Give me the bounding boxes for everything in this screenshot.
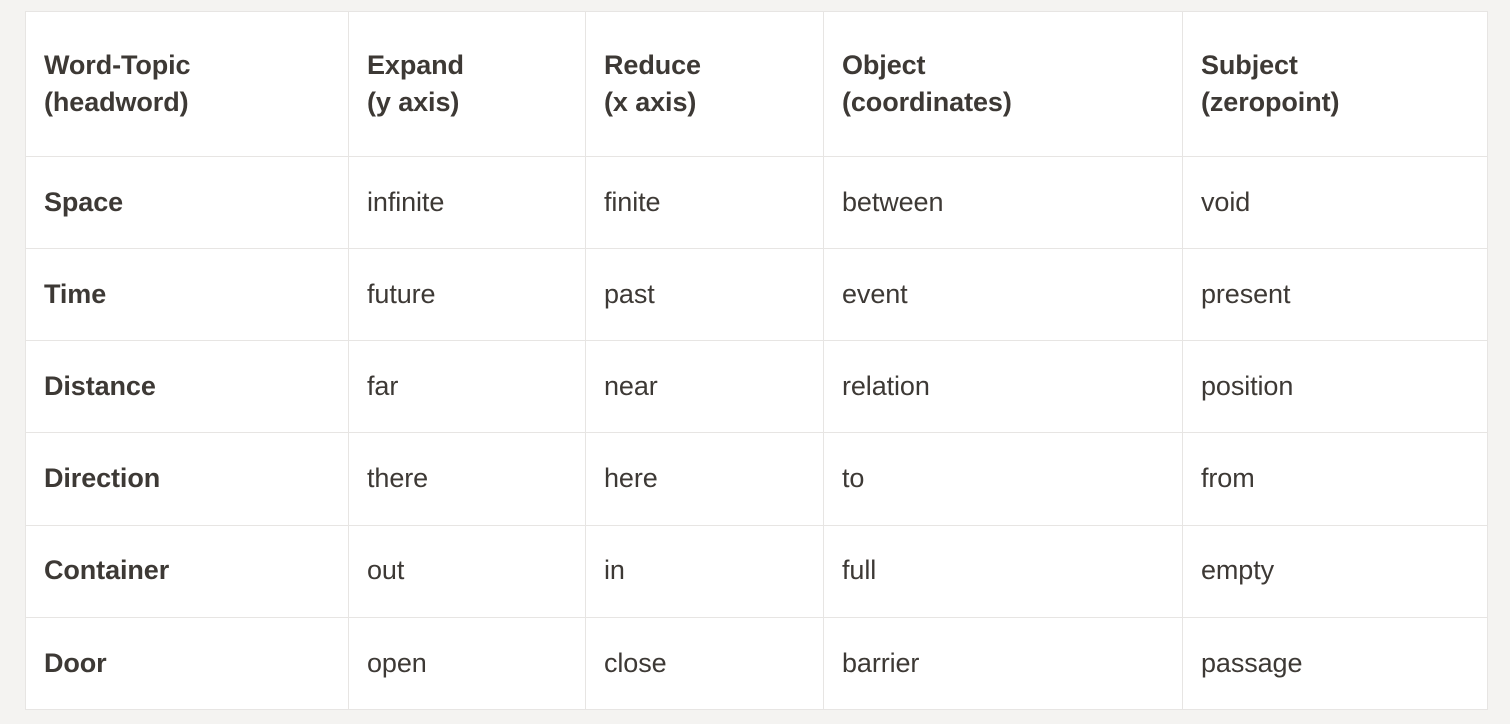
cell-object: full xyxy=(823,524,1183,618)
cell-reduce: near xyxy=(585,340,824,434)
table-row: Direction there here to from xyxy=(25,432,1488,526)
row-headword: Distance xyxy=(25,340,349,434)
column-header-title: Word-Topic xyxy=(44,49,191,80)
cell-reduce: here xyxy=(585,432,824,526)
table-row: Distance far near relation position xyxy=(25,340,1488,434)
header-row: Word-Topic (headword) Expand (y axis) Re… xyxy=(25,11,1488,157)
cell-subject: passage xyxy=(1182,616,1488,711)
column-header-subtitle: (x axis) xyxy=(604,87,697,117)
cell-reduce: finite xyxy=(585,155,824,250)
cell-expand: there xyxy=(348,432,586,526)
row-headword: Door xyxy=(25,616,349,711)
cell-object: between xyxy=(823,155,1183,250)
cell-subject: empty xyxy=(1182,524,1488,618)
row-headword: Time xyxy=(25,248,349,342)
cell-subject: void xyxy=(1182,155,1488,250)
row-headword: Container xyxy=(25,524,349,618)
column-header-object: Object (coordinates) xyxy=(823,11,1183,157)
column-header-title: Reduce xyxy=(604,49,701,80)
word-topic-table-container: Word-Topic (headword) Expand (y axis) Re… xyxy=(25,11,1488,711)
table-row: Container out in full empty xyxy=(25,524,1488,618)
cell-expand: far xyxy=(348,340,586,434)
cell-object: barrier xyxy=(823,616,1183,711)
table-row: Door open close barrier passage xyxy=(25,616,1488,711)
column-header-title: Expand xyxy=(367,49,464,80)
column-header-reduce: Reduce (x axis) xyxy=(585,11,824,157)
table-row: Time future past event present xyxy=(25,248,1488,342)
table-row: Space infinite finite between void xyxy=(25,155,1488,250)
column-header-subtitle: (coordinates) xyxy=(842,87,1012,117)
row-headword: Direction xyxy=(25,432,349,526)
cell-expand: infinite xyxy=(348,155,586,250)
column-header-subject: Subject (zeropoint) xyxy=(1182,11,1488,157)
cell-object: event xyxy=(823,248,1183,342)
cell-expand: future xyxy=(348,248,586,342)
cell-reduce: close xyxy=(585,616,824,711)
cell-expand: out xyxy=(348,524,586,618)
column-header-subtitle: (zeropoint) xyxy=(1201,87,1340,117)
column-header-word-topic: Word-Topic (headword) xyxy=(25,11,349,157)
cell-subject: from xyxy=(1182,432,1488,526)
column-header-subtitle: (y axis) xyxy=(367,87,460,117)
cell-object: relation xyxy=(823,340,1183,434)
cell-subject: position xyxy=(1182,340,1488,434)
row-headword: Space xyxy=(25,155,349,250)
cell-expand: open xyxy=(348,616,586,711)
column-header-title: Subject xyxy=(1201,49,1298,80)
cell-subject: present xyxy=(1182,248,1488,342)
column-header-subtitle: (headword) xyxy=(44,87,189,117)
cell-reduce: in xyxy=(585,524,824,618)
table-body: Space infinite finite between void Time … xyxy=(25,155,1488,711)
word-topic-matrix-table: Word-Topic (headword) Expand (y axis) Re… xyxy=(25,11,1488,711)
cell-object: to xyxy=(823,432,1183,526)
cell-reduce: past xyxy=(585,248,824,342)
column-header-title: Object xyxy=(842,49,926,80)
column-header-expand: Expand (y axis) xyxy=(348,11,586,157)
table-header: Word-Topic (headword) Expand (y axis) Re… xyxy=(25,11,1488,157)
